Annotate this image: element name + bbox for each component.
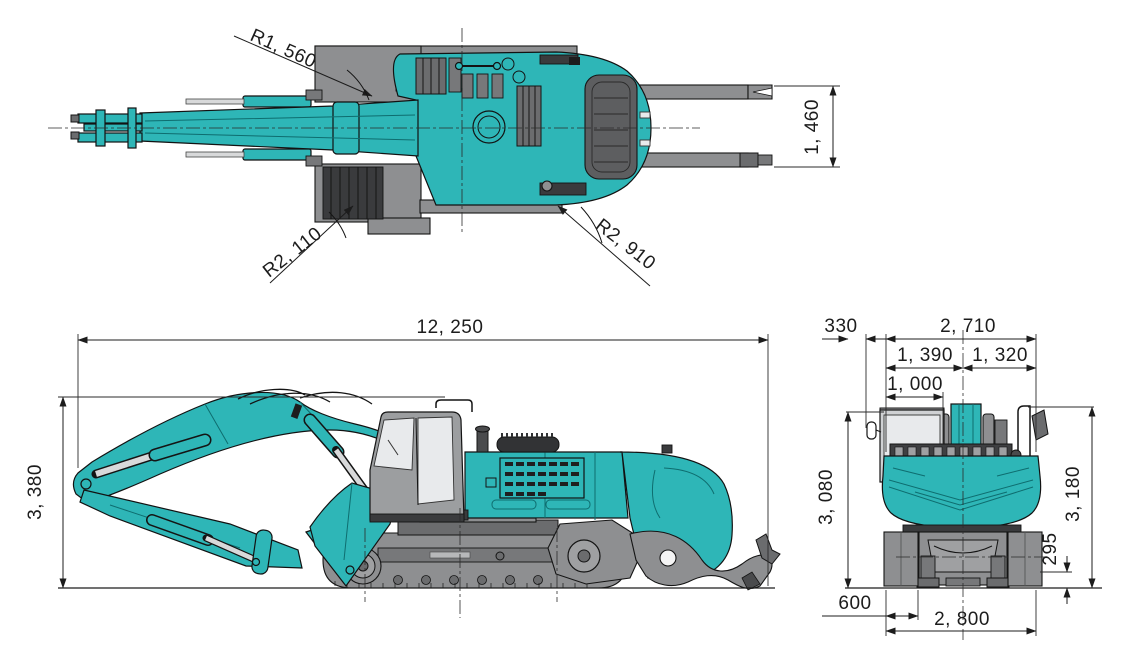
cab-handrail [435, 399, 473, 412]
rear-view: 330 2, 710 1, 390 1, 320 1, 000 3, 080 3… [816, 316, 1102, 640]
side-view-cab [369, 399, 473, 523]
dim-label-3180: 3, 180 [1063, 466, 1084, 522]
dim-label-2800: 2, 800 [934, 609, 990, 630]
dim-label-600: 600 [838, 593, 871, 614]
dim-label-1000: 1, 000 [887, 374, 943, 395]
side-view-dimensions: 12, 250 3, 380 [25, 317, 775, 589]
dim-label-330: 330 [824, 316, 857, 337]
counterweight [881, 455, 1042, 528]
side-view: 12, 250 3, 380 [25, 317, 781, 618]
dim-label-1390: 1, 390 [897, 345, 953, 366]
dim-label-3080: 3, 080 [816, 469, 837, 525]
exhaust-stack [476, 429, 489, 453]
top-view-upper-body [392, 51, 652, 206]
dim-label-295: 295 [1040, 532, 1061, 565]
mirror-right [1031, 409, 1049, 441]
mirror-left [866, 421, 877, 440]
rear-view-dimensions: 330 2, 710 1, 390 1, 320 1, 000 3, 080 3… [816, 316, 1102, 640]
top-view-stabilizer-fork [635, 84, 773, 168]
rear-view-machine [866, 403, 1049, 588]
hydraulic-hoses [237, 388, 373, 405]
dim-label-r1560: R1, 560 [247, 25, 320, 73]
dim-label-r2110: R2, 110 [259, 223, 326, 282]
dim-label-2710: 2, 710 [940, 316, 996, 337]
dim-label-3380: 3, 380 [25, 464, 46, 520]
top-view: 1, 460 R1, 560 R2, 110 R2, 910 [48, 25, 840, 287]
air-cleaner [496, 436, 560, 453]
engine-grille [499, 457, 585, 499]
dim-label-12250: 12, 250 [417, 317, 484, 338]
side-view-stabilizer [547, 519, 781, 591]
dim-label-r2910: R2, 910 [591, 215, 659, 275]
dim-label-1460: 1, 460 [802, 99, 823, 155]
handrail-right [1017, 405, 1031, 468]
dim-label-1320: 1, 320 [972, 345, 1028, 366]
